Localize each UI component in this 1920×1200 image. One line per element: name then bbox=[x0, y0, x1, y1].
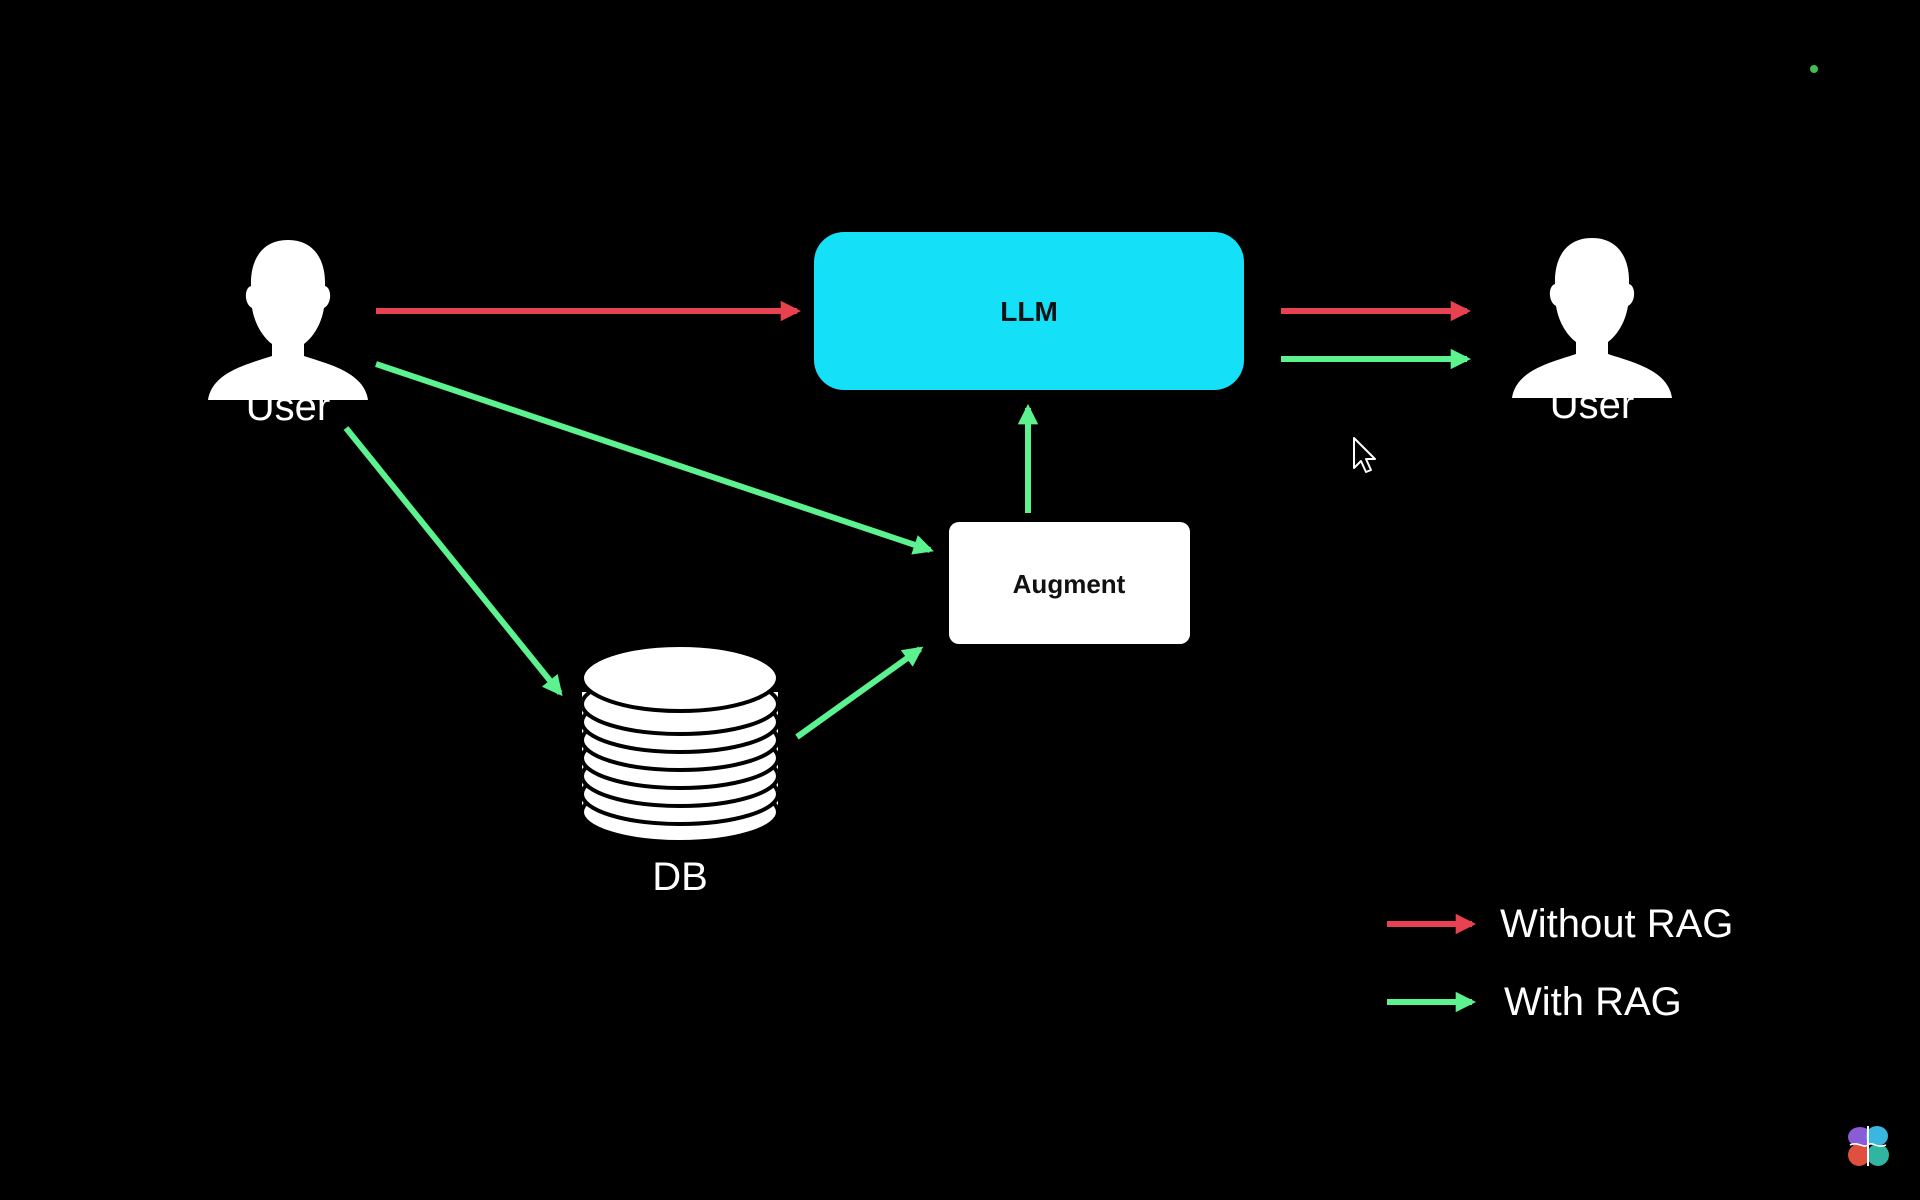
user-left-label: User bbox=[246, 385, 330, 429]
database-node: DB bbox=[580, 643, 780, 899]
augment-label: Augment bbox=[1013, 569, 1126, 599]
llm-box bbox=[814, 232, 1244, 390]
user-left-icon bbox=[208, 240, 368, 400]
augment-node: Augment bbox=[949, 522, 1190, 644]
legend-without-rag-label: Without RAG bbox=[1500, 902, 1733, 946]
arrow-user-to-db bbox=[343, 426, 563, 697]
arrow-db-to-augment bbox=[795, 646, 924, 740]
legend: Without RAG With RAG bbox=[1387, 902, 1733, 1024]
llm-node: LLM bbox=[814, 232, 1244, 390]
user-right-icon bbox=[1512, 238, 1672, 398]
status-dot bbox=[1810, 65, 1818, 73]
db-label: DB bbox=[652, 855, 708, 899]
database-stack-icon bbox=[580, 643, 780, 844]
mouse-pointer-icon bbox=[1353, 437, 1376, 473]
arrows-with-rag bbox=[343, 348, 1472, 740]
llm-label: LLM bbox=[1000, 296, 1058, 327]
user-right-label: User bbox=[1550, 383, 1634, 427]
arrow-user-to-augment bbox=[375, 361, 934, 555]
user-left: User bbox=[208, 240, 368, 429]
user-right: User bbox=[1512, 238, 1672, 427]
legend-with-rag-label: With RAG bbox=[1504, 980, 1682, 1024]
augment-box bbox=[949, 522, 1190, 644]
brain-logo-icon bbox=[1848, 1126, 1889, 1166]
